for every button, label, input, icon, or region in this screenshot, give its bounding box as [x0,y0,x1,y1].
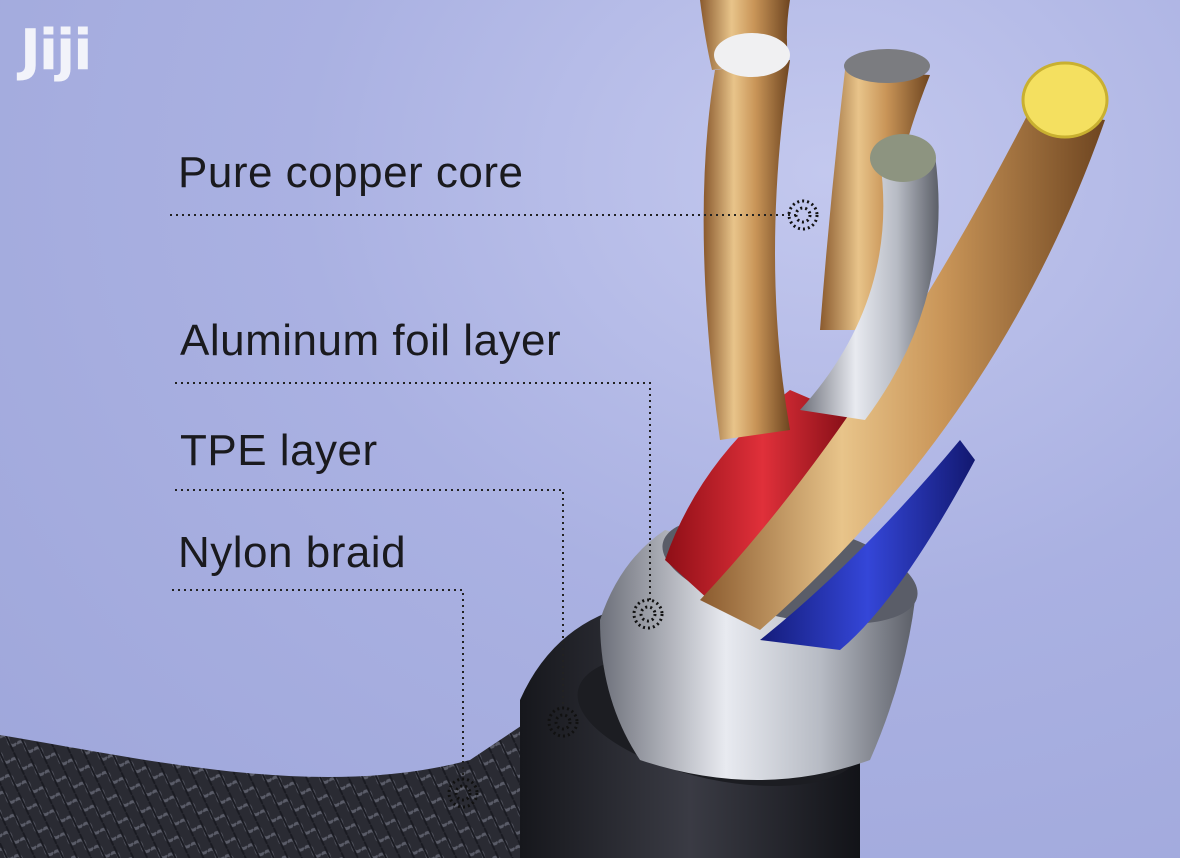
label-copper-core: Pure copper core [178,148,524,197]
copper-bundle-left [703,60,790,440]
red-wire [665,390,860,610]
label-tpe-layer: TPE layer [180,426,378,475]
tpe-layer-marker [547,706,579,738]
label-nylon-braid: Nylon braid [178,528,407,577]
label-aluminum-foil: Aluminum foil layer [180,316,562,365]
nylon-braid-body [0,700,600,858]
leader-lines [170,214,800,775]
copper-core-marker [787,199,819,231]
silver-conductor [800,155,939,420]
aluminum-foil-marker [632,598,664,630]
blue-wire [760,440,975,650]
jiji-watermark-logo: Jiji [20,18,92,83]
marker-dots [447,199,819,809]
copper-bundle-right [700,110,1105,630]
nylon-braid-marker [447,777,479,809]
